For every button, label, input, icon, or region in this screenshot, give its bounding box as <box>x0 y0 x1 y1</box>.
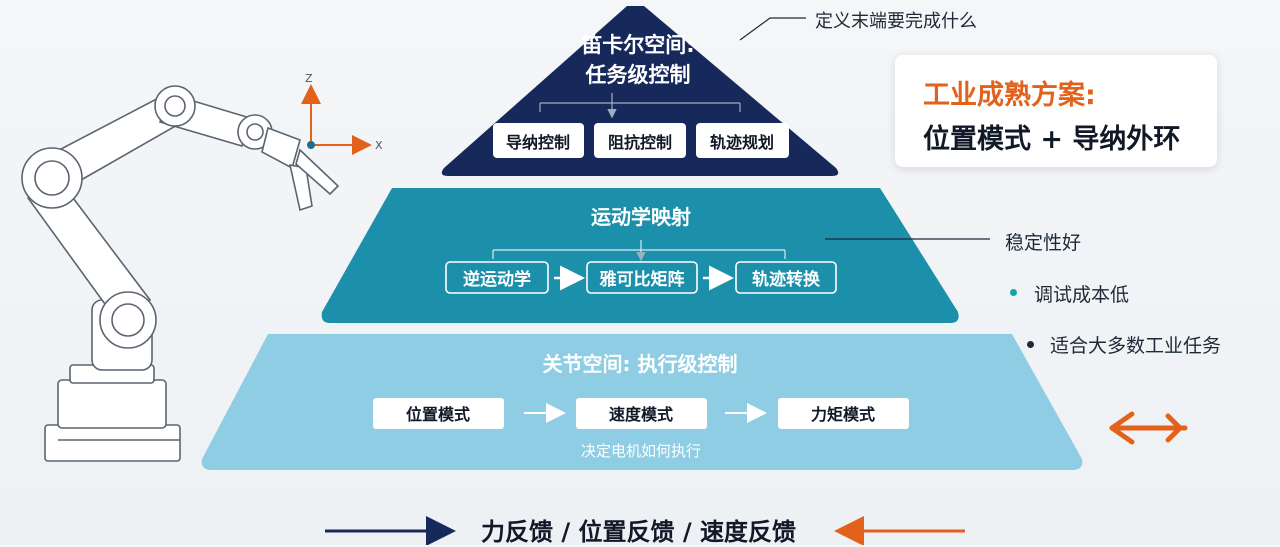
top-note: 定义末端要完成什么 <box>815 11 977 32</box>
leader-top-note <box>739 17 806 41</box>
top-item-2: 阻抗控制 <box>608 133 672 152</box>
middle-item-2: 雅可比矩阵 <box>599 269 685 290</box>
bottom-caption: 决定电机如何执行 <box>581 442 701 460</box>
bullet-dot-2 <box>1027 341 1034 348</box>
top-item-box-2: 阻抗控制 <box>594 123 686 158</box>
bullet-1: 调试成本低 <box>1034 284 1130 306</box>
middle-item-3: 轨迹转换 <box>752 269 821 290</box>
middle-item-1: 逆运动学 <box>463 269 531 290</box>
stability-note: 稳定性好 <box>1005 232 1082 254</box>
robot-base-block <box>57 379 167 429</box>
bottom-item-3: 力矩模式 <box>811 405 875 424</box>
axis-indicator <box>301 84 372 155</box>
bullet-dot-1 <box>1010 289 1017 296</box>
solution-card-title: 工业成熟方案: <box>923 80 1096 111</box>
top-title-line1: 笛卡尔空间: <box>580 33 694 57</box>
top-title-line2: 任务级控制 <box>585 63 691 87</box>
robot-wrist <box>261 126 301 170</box>
top-item-1: 导纳控制 <box>506 133 570 152</box>
bottom-item-box-1: 位置模式 <box>373 398 504 429</box>
middle-title: 运动学映射 <box>591 205 691 229</box>
middle-item-box-2: 雅可比矩阵 <box>586 261 698 294</box>
top-item-box-3: 轨迹规划 <box>696 123 789 158</box>
axis-z-label: Z <box>305 72 313 85</box>
bottom-item-1: 位置模式 <box>406 405 470 424</box>
solution-card-subtitle: 位置模式 + 导纳外环 <box>923 124 1181 155</box>
top-item-box-1: 导纳控制 <box>493 123 584 158</box>
bottom-item-box-3: 力矩模式 <box>778 398 909 429</box>
bottom-item-2: 速度模式 <box>609 405 673 424</box>
right-feedback-arrow <box>1109 411 1188 445</box>
bottom-item-box-2: 速度模式 <box>576 398 707 429</box>
axis-x-label: X <box>375 139 383 152</box>
top-item-3: 轨迹规划 <box>710 133 774 152</box>
feedback-label: 力反馈 / 位置反馈 / 速度反馈 <box>481 518 796 546</box>
bottom-title: 关节空间: 执行级控制 <box>543 352 738 376</box>
solution-card: 工业成熟方案: 位置模式 + 导纳外环 <box>895 55 1217 167</box>
bullet-2: 适合大多数工业任务 <box>1050 335 1222 357</box>
robot-arm-illustration <box>21 85 340 462</box>
robot-base-plate <box>44 424 181 462</box>
middle-item-box-3: 轨迹转换 <box>735 261 837 294</box>
robot-gripper-right <box>295 148 340 196</box>
middle-item-box-1: 逆运动学 <box>445 261 549 294</box>
middle-bracket <box>492 249 786 259</box>
top-bracket <box>539 93 741 112</box>
